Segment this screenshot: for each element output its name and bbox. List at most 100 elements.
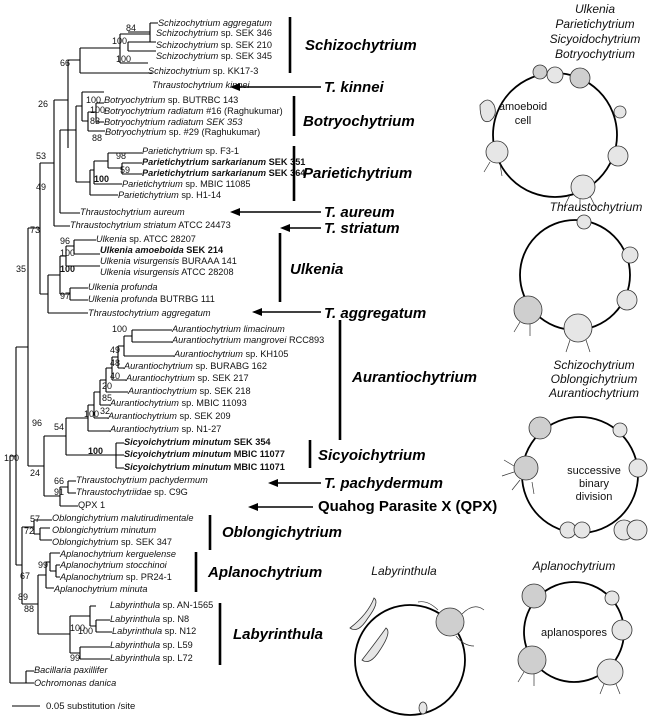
taxon-label: Thraustochytrium aggregatum	[88, 308, 211, 318]
taxon-label: Thraustochytrium aureum	[80, 207, 185, 217]
taxon-label: Botryochytrium radiatum SEK 353	[104, 117, 243, 127]
taxon-label: Botryochytrium sp. BUTRBC 143	[104, 95, 238, 105]
bootstrap-value: 99	[70, 653, 80, 663]
taxon-label: Sicyoichytrium minutum MBIC 11071	[124, 462, 285, 472]
taxon-label: Thraustochytrium striatum ATCC 24473	[70, 220, 231, 230]
clade-label: Aplanochytrium	[207, 564, 322, 581]
bootstrap-value: 100	[90, 105, 105, 115]
cycle5-title: Labyrinthula	[371, 564, 437, 578]
cycle3-title-1: Schizochytrium	[553, 358, 634, 372]
taxon-label: Parietichytrium sp. H1-14	[118, 190, 221, 200]
bootstrap-value: 100	[94, 174, 109, 184]
clade-label: Oblongichytrium	[222, 524, 342, 541]
taxon-label: Aurantiochytrium limacinum	[171, 324, 285, 334]
clade-arrows	[230, 83, 321, 511]
cycle4-title: Aplanochytrium	[532, 559, 616, 573]
bootstrap-value: 73	[30, 225, 40, 235]
clade-label: Parietichytrium	[303, 165, 412, 182]
bootstrap-value: 49	[36, 182, 46, 192]
taxon-label: Ulkenia visurgensis ATCC 28208	[100, 267, 234, 277]
bootstrap-value: 100	[84, 409, 99, 419]
bootstrap-value: 32	[100, 406, 110, 416]
cycle3-label-3: division	[576, 491, 613, 503]
taxon-label: Schizochytrium sp. SEK 345	[156, 51, 272, 61]
lifecycle-thraustochytrium: Thraustochytrium	[513, 200, 643, 353]
taxon-label: QPX 1	[78, 500, 105, 510]
cycle3-label-1: successive	[567, 465, 621, 477]
bootstrap-value: 53	[36, 151, 46, 161]
taxon-label: Labyrinthula sp. AN-1565	[110, 600, 213, 610]
cycle1-label: amoeboid	[499, 101, 547, 113]
bootstrap-value: 35	[16, 264, 26, 274]
cycle1-title-4: Botryochytrium	[555, 47, 635, 61]
taxon-label: Oblongichytrium minutum	[52, 525, 157, 535]
lifecycle-labyrinthula: Labyrinthula	[349, 564, 485, 716]
taxon-label: Sicyoichytrium minutum SEK 354	[124, 437, 271, 447]
bootstrap-value: 100	[60, 248, 75, 258]
bootstrap-value: 89	[18, 592, 28, 602]
bootstrap-value: 67	[20, 571, 30, 581]
taxon-label: Ochromonas danica	[34, 678, 116, 688]
bootstrap-value: 100	[78, 626, 93, 636]
cycle1-label2: cell	[515, 115, 532, 127]
cycle3-title-3: Aurantiochytrium	[548, 386, 639, 400]
taxon-label: Schizochytrium sp. KK17-3	[148, 66, 258, 76]
taxon-label: Parietichytrium sp. F3-1	[142, 146, 239, 156]
clade-label: T. pachydermum	[324, 475, 443, 492]
taxon-label: Aurantiochytrium sp. SEK 209	[107, 411, 231, 421]
clade-brackets	[194, 17, 342, 665]
taxon-label: Labyrinthula sp. L59	[110, 640, 193, 650]
taxon-label: Thraustochytrium kinnei	[152, 80, 250, 90]
taxon-label: Ulkenia visurgensis BURAAA 141	[100, 256, 237, 266]
bootstrap-value: 54	[54, 422, 64, 432]
taxon-label: Aplanochytrium minuta	[53, 584, 147, 594]
taxon-label: Botryochytrium radiatum #16 (Raghukumar)	[104, 106, 283, 116]
taxon-label: Aurantiochytrium sp. MBIC 11093	[109, 398, 247, 408]
bootstrap-value: 20	[102, 381, 112, 391]
clade-label: T. aggregatum	[324, 305, 426, 322]
taxon-label: Bacillaria paxillifer	[34, 665, 108, 675]
bootstrap-value: 100	[112, 36, 127, 46]
clade-label: Ulkenia	[290, 261, 343, 278]
bootstrap-value: 96	[32, 418, 42, 428]
scale-bar-label: 0.05 substitution /site	[46, 701, 135, 712]
taxon-label: Aplanochytrium kerguelense	[59, 549, 176, 559]
bootstrap-value: 100	[70, 623, 85, 633]
bootstrap-value: 72	[24, 526, 34, 536]
cycle1-title-3: Sicyoidochytrium	[550, 32, 641, 46]
cycle2-title: Thraustochytrium	[550, 200, 643, 214]
clade-label: Quahog Parasite X (QPX)	[318, 498, 497, 515]
taxon-label: Thraustochytrium pachydermum	[76, 475, 208, 485]
lifecycle-schizochytrium: Schizochytrium Oblongichytrium Aurantioc…	[501, 358, 648, 541]
clade-label: T. aureum	[324, 204, 395, 221]
bootstrap-value: 100	[112, 324, 127, 334]
bootstrap-value: 100	[4, 453, 19, 463]
bootstrap-values: 8410010066100261008388985910053497396100…	[4, 23, 136, 663]
taxon-label: Labyrinthula sp. N8	[110, 614, 189, 624]
bootstrap-value: 66	[60, 58, 70, 68]
taxon-label: Ulkenia profunda	[88, 282, 157, 292]
cycle4-label: aplanospores	[541, 627, 608, 639]
taxon-label: Aurantiochytrium sp. SEK 217	[125, 373, 249, 383]
taxon-label: Aurantiochytrium sp. N1-27	[109, 424, 221, 434]
bootstrap-value: 91	[54, 487, 64, 497]
taxon-label: Aplanochytrium sp. PR24-1	[59, 572, 172, 582]
taxon-label: Aplanochytrium stocchinoi	[59, 560, 168, 570]
taxon-label: Schizochytrium aggregatum	[158, 18, 272, 28]
clade-label: Labyrinthula	[233, 626, 323, 643]
cycle3-label-2: binary	[579, 478, 609, 490]
bootstrap-value: 100	[116, 54, 131, 64]
cycle1-title-1: Ulkenia	[575, 2, 615, 16]
bootstrap-value: 40	[110, 371, 120, 381]
clade-label: Botryochytrium	[303, 113, 415, 130]
taxon-label: Botryochytrium sp. #29 (Raghukumar)	[105, 127, 260, 137]
bootstrap-value: 96	[60, 236, 70, 246]
clade-label: Sicyoichytrium	[318, 447, 426, 464]
taxon-label: Oblongichytrium malutirudimentale	[52, 513, 193, 523]
bootstrap-value: 97	[60, 291, 70, 301]
bootstrap-value: 98	[116, 151, 126, 161]
bootstrap-value: 88	[24, 604, 34, 614]
bootstrap-value: 100	[86, 95, 101, 105]
bootstrap-value: 85	[102, 393, 112, 403]
